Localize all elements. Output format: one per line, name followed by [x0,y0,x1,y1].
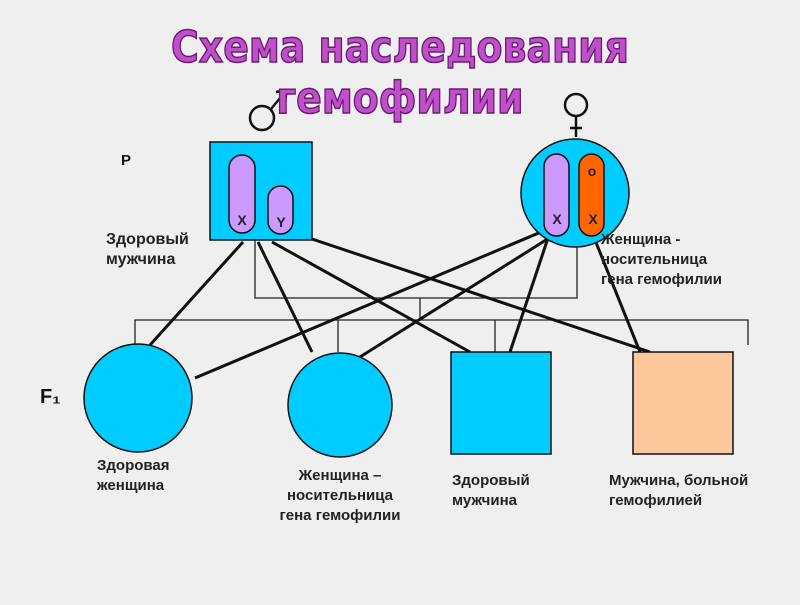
offspring-4-label-line1: Мужчина, больной [609,472,749,489]
page-title: Схема наследования гемофилии [170,21,629,125]
father-label-line1: Здоровый [106,231,189,248]
mother-x-chromosome-affected [578,153,605,237]
mother-label-line2: носительница [601,251,708,268]
offspring-3-label-line2: мужчина [452,492,518,509]
offspring-2-label: Женщина – носительница гена гемофилии [255,466,425,526]
offspring-1-label: Здоровая женщина [97,456,170,496]
father-chromosome-y-label: Y [276,214,286,230]
offspring-bracket [134,319,749,345]
offspring-2-label-line3: гена гемофилии [279,507,401,524]
offspring-4-label-line2: гемофилией [609,492,703,509]
offspring-carrier-female [287,352,393,458]
cross-lines [148,222,651,380]
parent-bracket [254,240,578,299]
cross-line-father-child1 [148,240,245,347]
gene-mark: o [588,163,597,179]
generation-f1-label: F₁ [40,386,61,408]
bracket-lines [134,240,749,352]
generation-p-label: P [121,152,132,169]
male-symbol-icon [248,88,289,132]
father-label: Здоровый мужчина [106,230,189,270]
mother-label-line1: Женщина - [601,231,681,248]
offspring-3-label-line1: Здоровый [452,472,530,489]
cross-line-mother-child1 [194,222,561,380]
offspring-healthy-female [83,343,193,453]
cross-line-mother-child2 [351,226,566,364]
father-y-chromosome [267,185,294,235]
cross-line-father-child3 [271,240,471,354]
offspring-2-label-line2: носительница [286,487,394,504]
offspring-affected-male [632,351,734,455]
mother-chromosome-x1-label: X [552,211,562,227]
offspring-4-label: Мужчина, больной гемофилией [609,471,748,511]
cross-line-mother-child3 [508,237,550,353]
offspring-2-label-line1: Женщина – [298,467,382,484]
cross-line-mother-child4 [593,239,642,353]
father-label-line2: мужчина [106,251,176,268]
mother-x-chromosome-normal [543,153,570,237]
father-square [209,141,313,241]
offspring-healthy-male [450,351,552,455]
mother-chromosome-x2-label: X [588,211,598,227]
offspring-1-label-line2: женщина [97,477,165,494]
father-chromosome-x-label: X [237,212,247,228]
father-x-chromosome [228,154,256,234]
female-symbol-icon [563,92,589,137]
offspring-1-label-line1: Здоровая [97,457,170,474]
mother-label-line3: гена гемофилии [601,271,722,288]
cross-line-father-child4 [299,233,651,354]
mother-label: Женщина - носительница гена гемофилии [601,230,722,290]
offspring-3-label: Здоровый мужчина [452,471,530,511]
